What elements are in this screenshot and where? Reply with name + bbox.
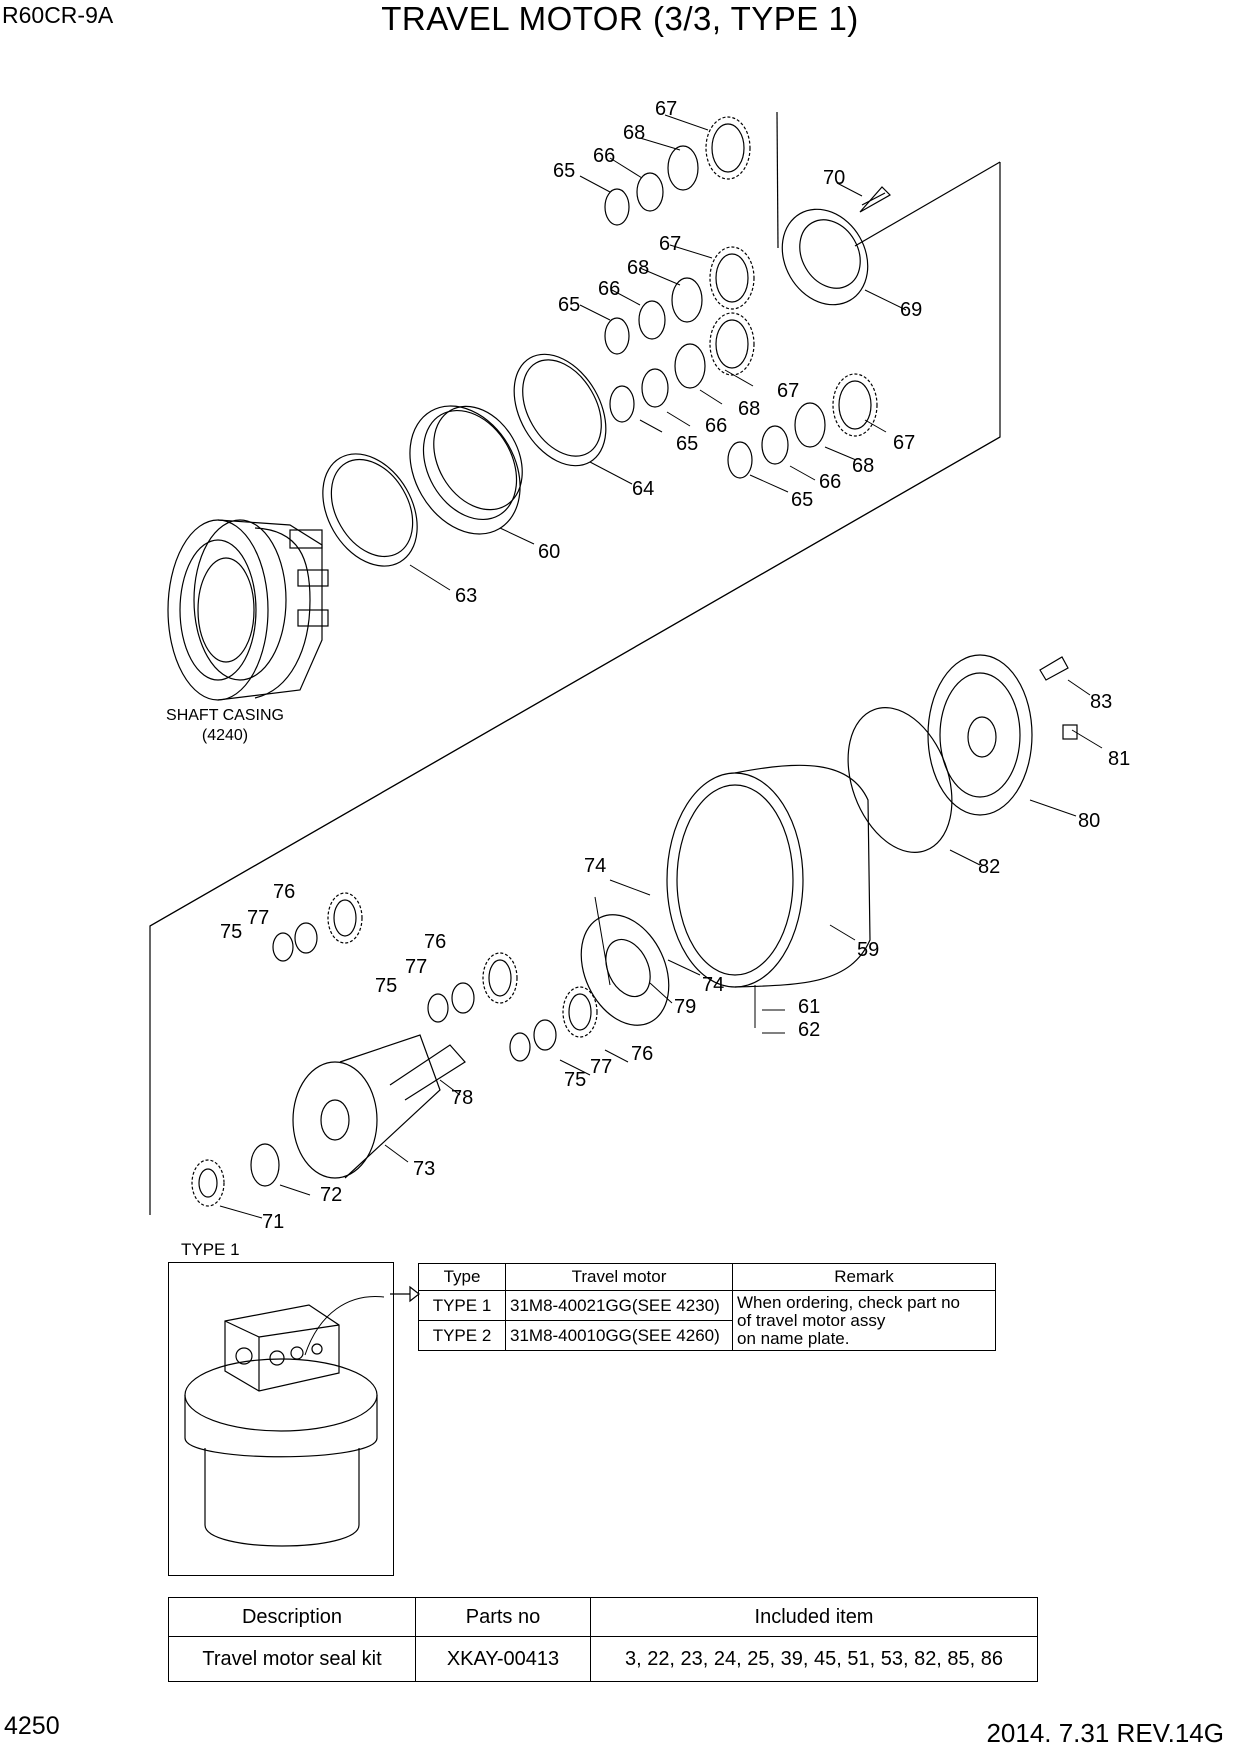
callout-77: 77 xyxy=(405,956,428,978)
callout-65: 65 xyxy=(558,294,581,316)
callout-65: 65 xyxy=(791,489,814,511)
page-title: TRAVEL MOTOR (3/3, TYPE 1) xyxy=(381,0,859,37)
arrow-icon xyxy=(390,1285,420,1303)
kit-header-parts-no: Parts no xyxy=(415,1597,591,1637)
callout-82: 82 xyxy=(978,856,1001,878)
motor-cell: 31M8-40021GG(SEE 4230) xyxy=(505,1290,733,1321)
callout-78: 78 xyxy=(451,1087,474,1109)
type-cell: TYPE 1 xyxy=(418,1290,506,1321)
shaft-casing-ref: (4240) xyxy=(201,727,249,744)
callout-64: 64 xyxy=(632,478,655,500)
table-row: TYPE 2 31M8-40010GG(SEE 4260) xyxy=(418,1320,996,1351)
table-row: Travel motor seal kit XKAY-00413 3, 22, … xyxy=(168,1636,1038,1682)
remark-cell: When ordering, check part no of travel m… xyxy=(732,1290,996,1351)
remark-line: of travel motor assy xyxy=(737,1311,886,1330)
type-table-header-motor: Travel motor xyxy=(505,1263,733,1291)
frame-line xyxy=(776,111,779,249)
motor-housing xyxy=(666,654,1078,988)
type-table-header-remark: Remark xyxy=(732,1263,996,1291)
type-cell: TYPE 2 xyxy=(418,1320,506,1351)
callout-74: 74 xyxy=(702,974,725,996)
callout-77: 77 xyxy=(590,1056,613,1078)
callout-76: 76 xyxy=(424,931,447,953)
kit-included-items: 3, 22, 23, 24, 25, 39, 45, 51, 53, 82, 8… xyxy=(590,1636,1038,1682)
callout-66: 66 xyxy=(705,415,728,437)
frame-line xyxy=(149,436,1001,927)
callout-59: 59 xyxy=(857,939,880,961)
table-row: TYPE 1 31M8-40021GG(SEE 4230) When order… xyxy=(418,1290,996,1351)
callout-67: 67 xyxy=(655,98,678,120)
callout-72: 72 xyxy=(320,1184,343,1206)
carrier-plate xyxy=(781,186,891,306)
callout-74: 74 xyxy=(584,855,607,877)
travel-motor-illustration xyxy=(184,1296,385,1547)
remark-line: When ordering, check part no xyxy=(737,1293,961,1312)
type-table: Type Travel motor Remark TYPE 1 31M8-400… xyxy=(418,1263,996,1351)
kit-parts-no: XKAY-00413 xyxy=(415,1636,591,1682)
callout-75: 75 xyxy=(375,975,398,997)
callout-68: 68 xyxy=(738,398,761,420)
planet-gear-sets xyxy=(604,116,878,479)
callout-75: 75 xyxy=(564,1069,587,1091)
callout-73: 73 xyxy=(413,1158,436,1180)
callout-68: 68 xyxy=(623,122,646,144)
shaft-casing-label: SHAFT CASING (4240) xyxy=(160,706,290,746)
frame-line xyxy=(149,162,1001,1215)
callout-66: 66 xyxy=(593,145,616,167)
callout-69: 69 xyxy=(900,299,923,321)
callout-66: 66 xyxy=(819,471,842,493)
seal-kit-table: Description Parts no Included item Trave… xyxy=(168,1597,1038,1682)
callout-66: 66 xyxy=(598,278,621,300)
callout-67: 67 xyxy=(659,233,682,255)
callout-65: 65 xyxy=(553,160,576,182)
type1-illustration-box xyxy=(168,1262,394,1576)
callout-67: 67 xyxy=(893,432,916,454)
shaft-casing-name: SHAFT CASING xyxy=(166,707,284,724)
callout-68: 68 xyxy=(627,257,650,279)
ring-parts xyxy=(322,353,607,567)
exploded-diagram xyxy=(149,111,1103,1219)
callout-67: 67 xyxy=(777,380,800,402)
callout-71: 71 xyxy=(262,1211,285,1233)
callout-68: 68 xyxy=(852,455,875,477)
kit-description: Travel motor seal kit xyxy=(168,1636,416,1682)
callout-61: 61 xyxy=(798,996,821,1018)
type-table-header-type: Type xyxy=(418,1263,506,1291)
callout-83: 83 xyxy=(1090,691,1113,713)
remark-line: on name plate. xyxy=(737,1329,850,1348)
callout-76: 76 xyxy=(273,881,296,903)
kit-header-description: Description xyxy=(168,1597,416,1637)
callout-80: 80 xyxy=(1078,810,1101,832)
callout-79: 79 xyxy=(674,996,697,1018)
kit-header-included: Included item xyxy=(590,1597,1038,1637)
callout-62: 62 xyxy=(798,1019,821,1041)
shaft-casing-part xyxy=(167,519,329,701)
callout-75: 75 xyxy=(220,921,243,943)
revision-date: 2014. 7.31 REV.14G xyxy=(986,1718,1224,1748)
callout-65: 65 xyxy=(676,433,699,455)
model-code: R60CR-9A xyxy=(2,2,114,28)
page-number: 4250 xyxy=(4,1712,60,1740)
type1-title: TYPE 1 xyxy=(181,1240,240,1259)
callout-76: 76 xyxy=(631,1043,654,1065)
callout-77: 77 xyxy=(247,907,270,929)
callout-60: 60 xyxy=(538,541,561,563)
motor-cell: 31M8-40010GG(SEE 4260) xyxy=(505,1320,733,1351)
lower-gear-train xyxy=(191,892,670,1207)
frame-line xyxy=(854,161,1001,247)
callout-70: 70 xyxy=(823,167,846,189)
callout-81: 81 xyxy=(1108,748,1131,770)
callout-63: 63 xyxy=(455,585,478,607)
leader-lines xyxy=(219,114,1103,1219)
